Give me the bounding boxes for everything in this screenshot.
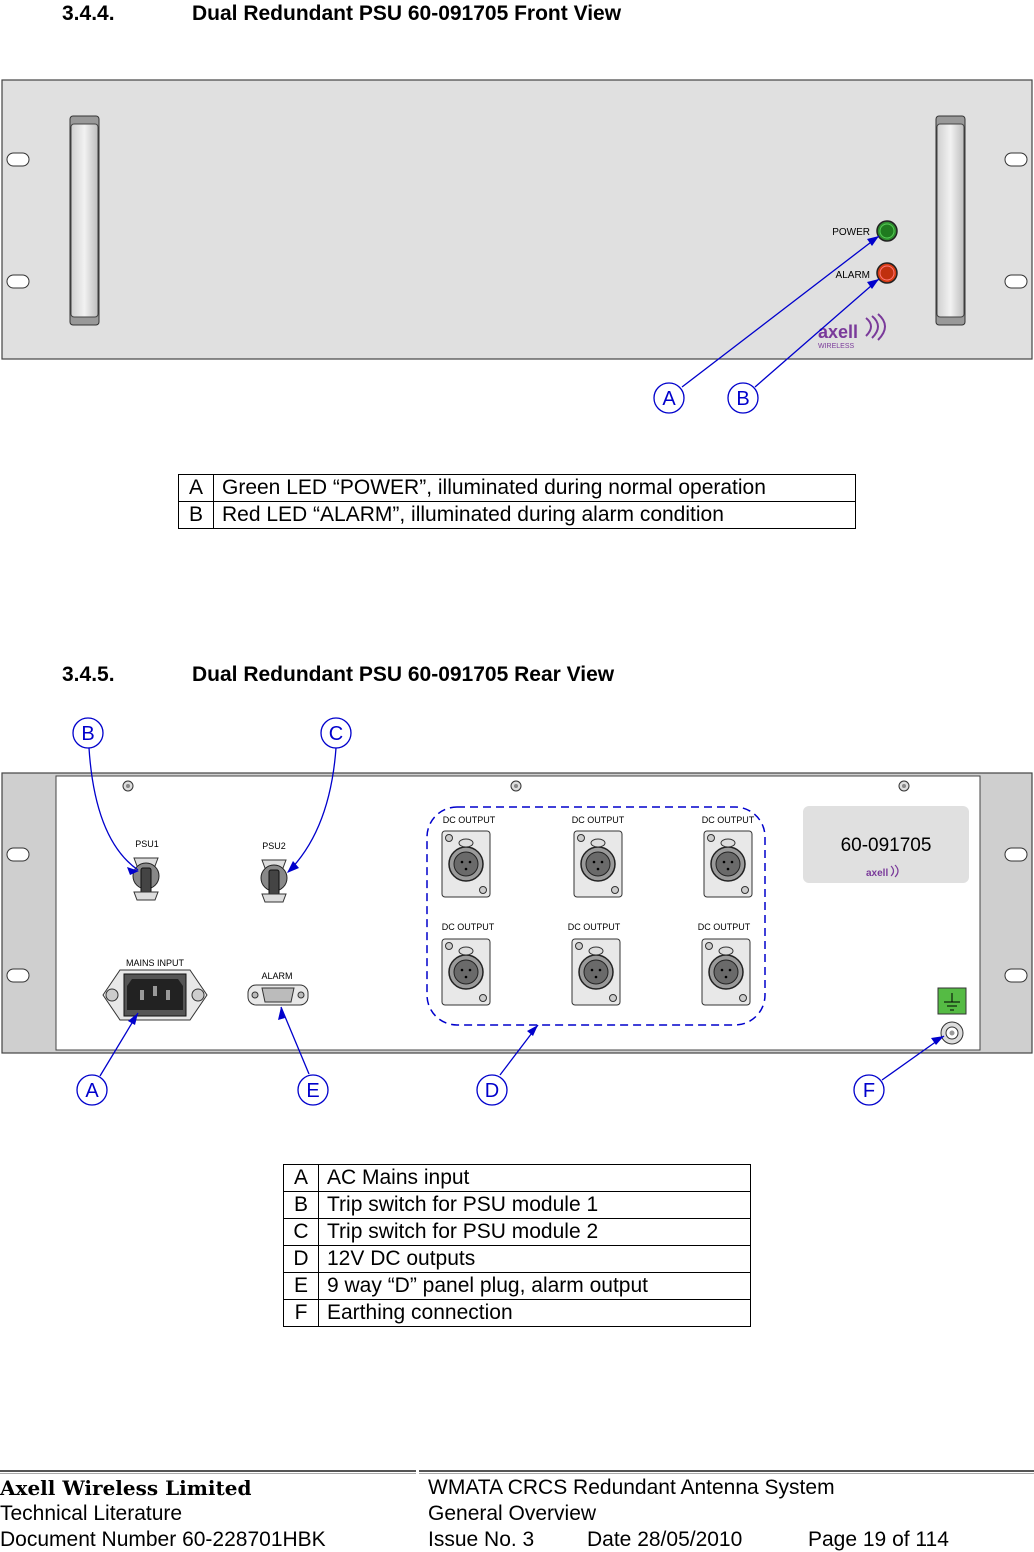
callout-e: E bbox=[297, 1074, 329, 1106]
svg-text:B: B bbox=[81, 723, 94, 745]
svg-text:B: B bbox=[736, 388, 749, 410]
dc-output-group bbox=[426, 806, 766, 1026]
alarm-d-connector bbox=[247, 984, 309, 1006]
svg-text:WIRELESS: WIRELESS bbox=[818, 343, 855, 350]
left-handle bbox=[69, 115, 100, 326]
footer-company: Axell Wireless Limited bbox=[0, 1476, 252, 1500]
rear-view-diagram: PSU1 PSU2 MAINS INPUT ALARM DC OUTPUT DC… bbox=[1, 717, 1033, 1106]
logo-swoosh bbox=[865, 313, 886, 341]
callout-b: B bbox=[72, 717, 104, 749]
dc-output-connector bbox=[441, 830, 491, 898]
axell-logo-rear: axell bbox=[866, 868, 888, 879]
svg-text:DC OUTPUT: DC OUTPUT bbox=[702, 815, 755, 825]
callout-a bbox=[653, 382, 685, 414]
footer-rule bbox=[0, 1470, 1034, 1472]
footer-date: Date 28/05/2010 bbox=[587, 1528, 743, 1551]
section-title: Dual Redundant PSU 60-091705 Rear View bbox=[192, 663, 615, 686]
alarm-port-label: ALARM bbox=[261, 971, 292, 981]
table-row: F Earthing connection bbox=[283, 1299, 751, 1327]
svg-text:E: E bbox=[306, 1080, 319, 1102]
table-row: A Green LED “POWER”, illuminated during … bbox=[178, 474, 856, 502]
dc-output-connector bbox=[573, 830, 623, 898]
table-row: E 9 way “D” panel plug, alarm output bbox=[283, 1272, 751, 1300]
mount-slot bbox=[6, 152, 30, 167]
table-row: D 12V DC outputs bbox=[283, 1245, 751, 1273]
psu1-label: PSU1 bbox=[135, 839, 159, 849]
footer-issue: Issue No. 3 bbox=[428, 1528, 535, 1551]
model-number: 60-091705 bbox=[841, 835, 932, 856]
mount-slot bbox=[1004, 152, 1028, 167]
svg-text:F: F bbox=[863, 1080, 875, 1102]
footer-overview: General Overview bbox=[428, 1502, 597, 1525]
footer-system: WMATA CRCS Redundant Antenna System bbox=[428, 1476, 835, 1499]
table-row: A AC Mains input bbox=[283, 1164, 751, 1192]
rear-legend-table: A AC Mains input B Trip switch for PSU m… bbox=[283, 1164, 751, 1327]
dc-output-connector bbox=[571, 938, 621, 1006]
footer-page: Page 19 of 114 bbox=[808, 1528, 949, 1551]
callout-c: C bbox=[320, 717, 352, 749]
svg-text:A: A bbox=[85, 1080, 99, 1102]
table-row: C Trip switch for PSU module 2 bbox=[283, 1218, 751, 1246]
mount-slot bbox=[6, 847, 30, 862]
psu2-switch bbox=[260, 859, 288, 903]
mount-slot bbox=[1004, 847, 1028, 862]
callout-f: F bbox=[853, 1074, 885, 1106]
svg-text:DC OUTPUT: DC OUTPUT bbox=[442, 922, 495, 932]
axell-logo-front: axell bbox=[818, 322, 858, 342]
svg-text:DC OUTPUT: DC OUTPUT bbox=[443, 815, 496, 825]
section-number: 3.4.5. bbox=[62, 663, 115, 686]
section-number: 3.4.4. bbox=[62, 2, 115, 25]
dc-output-connector bbox=[701, 938, 751, 1006]
mount-slot bbox=[6, 968, 30, 983]
earth-terminal bbox=[940, 1021, 964, 1045]
psu1-switch bbox=[132, 857, 160, 901]
svg-text:A: A bbox=[662, 388, 676, 410]
table-row: B Trip switch for PSU module 1 bbox=[283, 1191, 751, 1219]
svg-text:DC OUTPUT: DC OUTPUT bbox=[698, 922, 751, 932]
psu2-label: PSU2 bbox=[262, 841, 286, 851]
callout-d: D bbox=[476, 1074, 508, 1106]
page-footer: Axell Wireless Limited Technical Literat… bbox=[0, 1470, 1034, 1552]
dc-output-connector bbox=[441, 938, 491, 1006]
svg-text:DC OUTPUT: DC OUTPUT bbox=[568, 922, 621, 932]
front-view-diagram: POWER ALARM axell WIRELESS A B bbox=[1, 79, 1033, 414]
mount-slot bbox=[1004, 274, 1028, 289]
mount-slot bbox=[1004, 968, 1028, 983]
section-title: Dual Redundant PSU 60-091705 Front View bbox=[192, 2, 622, 25]
front-panel bbox=[1, 79, 1033, 360]
svg-text:C: C bbox=[329, 723, 343, 745]
alarm-label: ALARM bbox=[836, 270, 870, 281]
svg-text:DC OUTPUT: DC OUTPUT bbox=[572, 815, 625, 825]
model-plate bbox=[803, 806, 969, 883]
callout-a: A bbox=[76, 1074, 108, 1106]
footer-doc-number: Document Number 60-228701HBK bbox=[0, 1528, 326, 1551]
footer-literature: Technical Literature bbox=[0, 1502, 183, 1525]
mains-label: MAINS INPUT bbox=[126, 958, 185, 968]
dc-output-connector bbox=[703, 830, 753, 898]
mount-slot bbox=[6, 274, 30, 289]
callout-b bbox=[727, 382, 759, 414]
table-row: B Red LED “ALARM”, illuminated during al… bbox=[178, 501, 856, 529]
power-label: POWER bbox=[832, 227, 870, 238]
right-handle bbox=[935, 115, 966, 326]
svg-text:D: D bbox=[485, 1080, 499, 1102]
front-legend-table: A Green LED “POWER”, illuminated during … bbox=[178, 474, 856, 529]
mains-inlet bbox=[102, 969, 208, 1021]
